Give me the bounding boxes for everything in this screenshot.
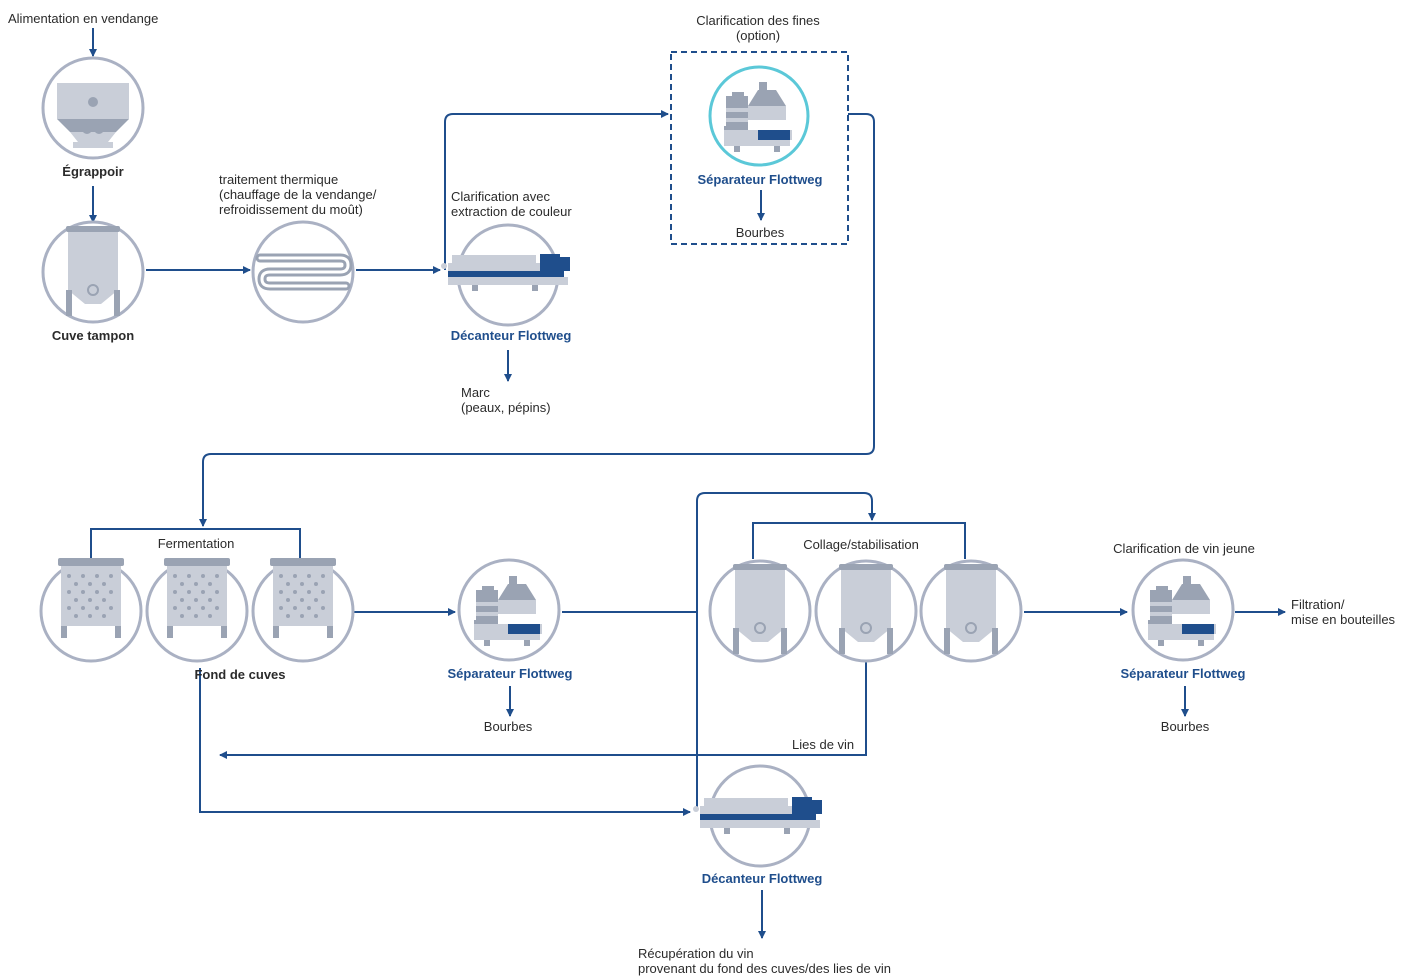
fining-connector xyxy=(752,522,966,559)
separator-right xyxy=(1131,558,1235,662)
young-wine-label: Clarification de vin jeune xyxy=(1113,541,1255,556)
lees-fines-label: Bourbes xyxy=(735,225,785,240)
fining-tank-1 xyxy=(708,559,812,663)
fermentation-connector xyxy=(90,528,301,558)
thermal-treatment-label: traitement thermique (chauffage de la ve… xyxy=(219,172,377,217)
wine-lees-label: Lies de vin xyxy=(792,737,855,752)
fermentation-tank-icon xyxy=(164,558,230,638)
destemmer xyxy=(41,56,145,160)
heat-exchanger xyxy=(251,220,355,324)
arrow-decanter-to-separator xyxy=(444,110,669,270)
fining-tank-3 xyxy=(919,559,1023,663)
decanter-2 xyxy=(693,764,822,868)
fines-clarification-label: Clarification des fines (option) xyxy=(696,13,820,43)
fining-tank-2 xyxy=(814,559,918,663)
fermentation-tank-2 xyxy=(145,558,249,663)
decanter-2-label: Décanteur Flottweg xyxy=(701,871,823,886)
fermentation-tank-icon xyxy=(270,558,336,638)
fermentation-tank-3 xyxy=(251,558,355,663)
destemmer-label: Égrappoir xyxy=(62,164,124,179)
separator-mid xyxy=(457,558,561,662)
feed-label: Alimentation en vendange xyxy=(8,11,159,26)
fining-label: Collage/stabilisation xyxy=(803,537,919,552)
destemmer-icon xyxy=(57,83,129,148)
arrow-to-fermentation xyxy=(199,113,875,527)
decanter-1-label: Décanteur Flottweg xyxy=(450,328,572,343)
clarification-color-label: Clarification avec extraction de couleur xyxy=(451,189,572,219)
lees-mid-label: Bourbes xyxy=(483,719,533,734)
separator-fines xyxy=(708,65,810,167)
flow-lines xyxy=(89,28,1286,939)
arrow-to-decanter-2 xyxy=(199,755,691,816)
marc-label: Marc (peaux, pépins) xyxy=(461,385,551,415)
buffer-tank-label: Cuve tampon xyxy=(51,328,135,343)
lees-right-label: Bourbes xyxy=(1160,719,1210,734)
fermentation-tank-icon xyxy=(58,558,124,638)
arrow-junction-to-fining xyxy=(696,492,876,810)
tank-bottoms-label: Fond de cuves xyxy=(194,667,286,682)
buffer-tank xyxy=(41,220,145,324)
separator-right-label: Séparateur Flottweg xyxy=(1120,666,1246,681)
separator-fines-label: Séparateur Flottweg xyxy=(697,172,823,187)
option-box xyxy=(670,51,849,245)
separator-mid-label: Séparateur Flottweg xyxy=(447,666,573,681)
fermentation-label: Fermentation xyxy=(157,536,235,551)
recovery-label: Récupération du vin provenant du fond de… xyxy=(638,946,891,976)
arrow-wine-lees xyxy=(219,662,867,759)
fermentation-tank-1 xyxy=(39,558,143,663)
filtration-label: Filtration/ mise en bouteilles xyxy=(1291,597,1396,627)
decanter-1 xyxy=(441,223,570,327)
